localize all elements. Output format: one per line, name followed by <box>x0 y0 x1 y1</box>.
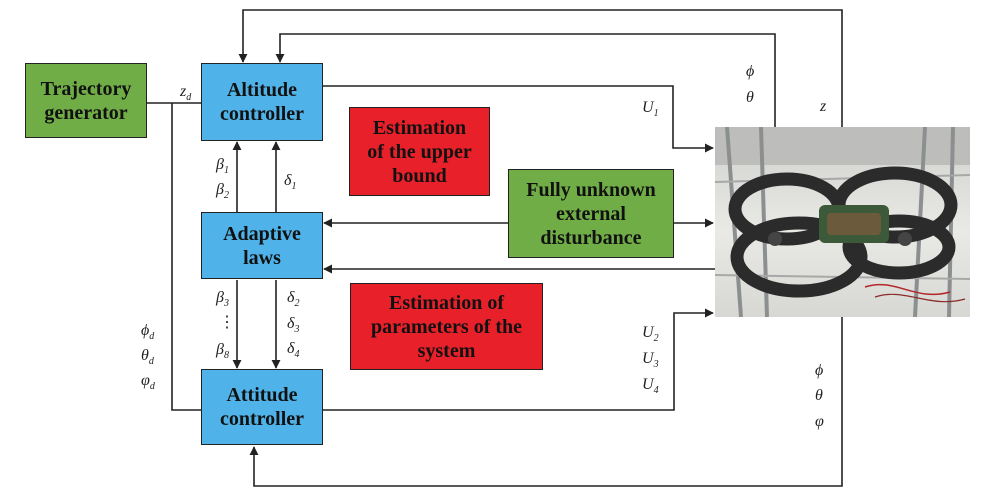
label-delta4: δ4 <box>287 340 300 361</box>
label-feedback-phi-top: ϕ <box>746 63 755 80</box>
adaptive-laws-block: Adaptive laws <box>201 212 323 279</box>
quadrotor-image <box>715 127 970 317</box>
estimation-upper-bound-block: Estimation of the upper bound <box>349 107 490 196</box>
label-zd: zd <box>180 83 192 104</box>
label-feedback-theta-bottom: θ <box>815 387 823 404</box>
trajectory-generator-block: Trajectory generator <box>25 63 147 138</box>
estimation-parameters-label: Estimation of parameters of the system <box>370 291 523 362</box>
feedback-z-outer <box>238 9 843 127</box>
label-beta2: β2 <box>216 181 229 202</box>
label-phid: ϕd <box>141 322 155 343</box>
external-disturbance-label: Fully unknown external disturbance <box>526 178 656 249</box>
attitude-controller-label: Attitude controller <box>219 384 305 430</box>
altitude-controller-label: Altitude controller <box>219 79 305 125</box>
label-thetad: θd <box>141 347 154 368</box>
label-delta2: δ2 <box>287 289 300 310</box>
u2-u4-signal <box>323 308 714 411</box>
altitude-controller-block: Altitude controller <box>201 63 323 141</box>
label-u3: U3 <box>642 350 659 371</box>
label-u1: U1 <box>642 99 659 120</box>
adaptive-laws-label: Adaptive laws <box>223 222 301 269</box>
attitude-controller-block: Attitude controller <box>201 369 323 445</box>
label-beta1: β1 <box>216 156 229 177</box>
label-beta3: β3 <box>216 289 229 310</box>
label-delta1: δ1 <box>284 172 297 193</box>
label-beta8: β8 <box>216 341 229 362</box>
quadrotor-photo <box>715 127 970 317</box>
feedback-phi-theta <box>275 33 776 127</box>
label-u4: U4 <box>642 376 659 397</box>
u1-signal <box>323 85 714 153</box>
label-vdots: ⋮ <box>219 314 235 331</box>
label-feedback-phi-bottom: ϕ <box>815 362 824 379</box>
label-feedback-varphi-bottom: φ <box>815 413 824 430</box>
desired-attitude-line <box>171 103 201 411</box>
label-feedback-z: z <box>820 98 827 115</box>
external-disturbance-block: Fully unknown external disturbance <box>508 169 674 258</box>
label-feedback-theta-top: θ <box>746 89 754 106</box>
label-u2: U2 <box>642 324 659 345</box>
label-delta3: δ3 <box>287 315 300 336</box>
estimation-upper-bound-label: Estimation of the upper bound <box>367 116 472 187</box>
label-varphid: φd <box>141 372 155 393</box>
trajectory-generator-label: Trajectory generator <box>40 77 132 124</box>
feedback-bottom <box>249 317 843 487</box>
estimation-parameters-block: Estimation of parameters of the system <box>350 283 543 370</box>
